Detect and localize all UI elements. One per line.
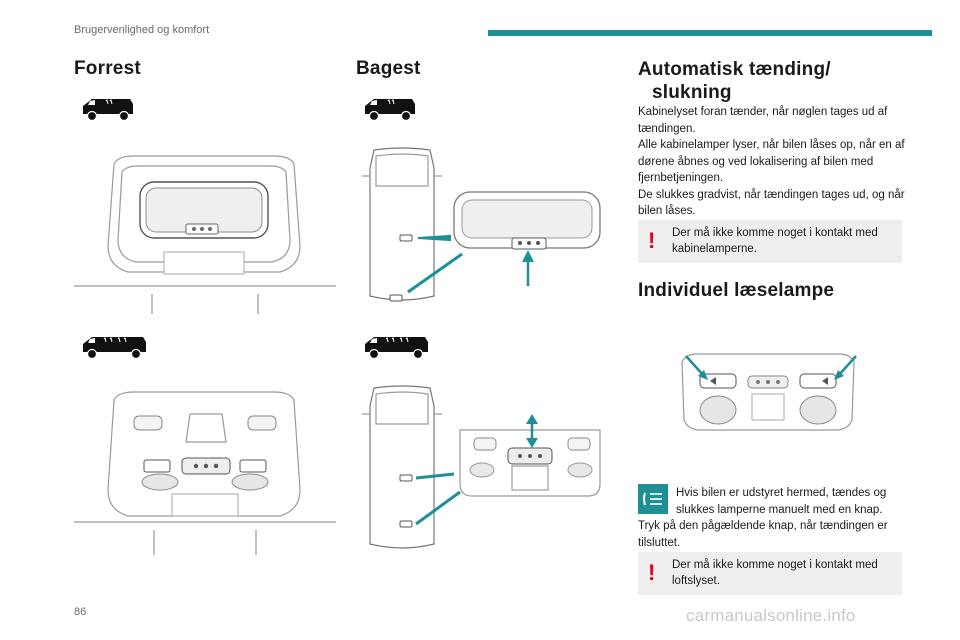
- column-title-rear: Bagest: [356, 58, 421, 79]
- warning-icon: !: [648, 560, 656, 585]
- van-long-icon: [365, 337, 428, 360]
- warning-text: Der må ikke komme noget i kontakt med lo…: [672, 559, 878, 587]
- van-short-icon: [83, 99, 133, 122]
- front-ceiling-console-illustration: [74, 391, 336, 555]
- warning-box-ceiling-light: ! Der må ikke komme noget i kontakt med …: [638, 552, 902, 595]
- page-number: 86: [74, 606, 87, 618]
- column-title-front: Forrest: [74, 58, 141, 79]
- warning-text: Der må ikke komme noget i kontakt med ka…: [672, 227, 878, 255]
- section-title-automatic: Automatisk tænding/ slukning: [638, 58, 831, 104]
- paragraph-key-removed: Kabinelyset foran tænder, når nøglen tag…: [638, 106, 888, 135]
- reading-lamp-illustration: [681, 353, 857, 431]
- section-title-reading-lamp: Individuel læselampe: [638, 280, 835, 301]
- header-accent-bar: [488, 30, 932, 36]
- automatic-description: Kabinelyset foran tænder, når nøglen tag…: [638, 104, 910, 220]
- watermark: carmanualsonline.info: [686, 606, 856, 625]
- rear-console-location-illustration: [362, 385, 601, 549]
- van-short-icon: [365, 99, 415, 122]
- section-title-line1: Automatisk tænding/: [638, 59, 831, 80]
- info-text-lamp-switch: Hvis bilen er udstyret hermed, tændes og…: [676, 487, 887, 516]
- rear-light-location-illustration: [362, 147, 601, 302]
- reading-lamp-info-icon: [638, 484, 668, 514]
- info-text-press-button: Tryk på den pågældende knap, når tænding…: [638, 520, 888, 549]
- paragraph-fade-out: De slukkes gradvist, når tændingen tages…: [638, 188, 905, 218]
- front-ceiling-light-illustration: [74, 155, 336, 314]
- lamp-icon: [643, 492, 662, 506]
- van-long-icon: [83, 337, 146, 360]
- warning-box-cabin-lights: ! Der må ikke komme noget i kontakt med …: [638, 220, 902, 263]
- paragraph-unlock: Alle kabinelamper lyser, når bilen låses…: [638, 139, 905, 184]
- section-title-line2: slukning: [652, 82, 732, 103]
- warning-icon: !: [648, 228, 656, 253]
- section-header: Brugervenlighed og komfort: [74, 24, 210, 36]
